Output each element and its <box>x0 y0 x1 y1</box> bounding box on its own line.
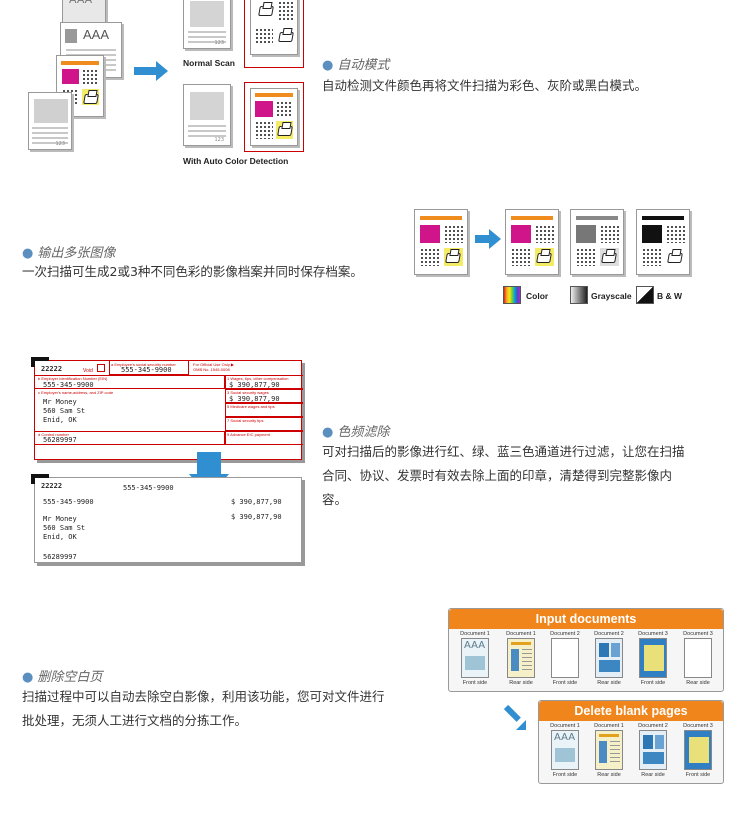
auto-mode-description: 自动检测文件颜色再将文件扫描为彩色、灰阶或黑白模式。 <box>322 78 648 93</box>
delete-blank-panel: Delete blank pages Document 1 AAA Front … <box>538 700 724 784</box>
color-dropout-description: 可对扫描后的影像进行红、绿、蓝三色通道进行过滤，让您在扫描 合同、协议、发票时有… <box>322 444 685 507</box>
output-grayscale-page <box>570 209 624 275</box>
auto-scan-frame <box>244 82 304 152</box>
input-documents-panel: Input documents Document 1 AAA Front sid… <box>448 608 724 692</box>
color-dropout-heading: ●色频滤除 <box>322 425 390 440</box>
input-doc-1-front: Document 1 AAA Front side <box>460 631 490 686</box>
auto-mode-heading: ●自动模式 <box>322 58 390 73</box>
page-text: AAA <box>69 0 92 6</box>
color-swatch <box>503 286 521 304</box>
output-doc-2-rear: Document 2 Rear side <box>638 723 668 778</box>
normal-scan-frame <box>244 0 304 68</box>
output-doc-1-rear: Document 1 Rear side <box>594 723 624 778</box>
arrow-right-icon <box>134 61 168 81</box>
bullet-icon: ● <box>22 670 34 685</box>
source-color-page <box>414 209 468 275</box>
arrow-down-icon <box>197 452 221 474</box>
arrow-right-icon <box>475 229 501 249</box>
output-bw-page <box>636 209 690 275</box>
caption-normal-scan: Normal Scan <box>183 58 235 68</box>
multi-image-heading: ●输出多张图像 <box>22 246 116 261</box>
caption-auto-color: With Auto Color Detection <box>183 156 289 166</box>
delete-blank-heading: ●删除空白页 <box>22 670 103 685</box>
output-color-page <box>505 209 559 275</box>
legend-bw: B & W <box>657 291 683 301</box>
delete-blank-description: 扫描过程中可以自动去除空白影像，利用该功能，您可对文件进行 批处理，无须人工进行… <box>22 689 385 728</box>
input-doc-3-front: Document 3 Front side <box>638 631 668 686</box>
arrow-diagonal-icon <box>503 698 526 730</box>
multi-image-description: 一次扫描可生成2或3种不同色彩的影像档案并同时保存档案。 <box>22 264 363 279</box>
page-number: 123 <box>55 141 65 147</box>
bw-swatch <box>636 286 654 304</box>
w2-form-original: 22222 Void a Employee's social security … <box>31 357 303 460</box>
w2-form-filtered: 22222 555-345-9900 555-345-9900 $ 390,87… <box>31 474 302 563</box>
auto-scan-page-1: 123 <box>183 84 231 146</box>
bullet-icon: ● <box>322 425 334 440</box>
legend-color: Color <box>526 291 549 301</box>
delete-blank-title: Delete blank pages <box>539 701 723 721</box>
page-text: AAA <box>83 27 110 42</box>
grayscale-swatch <box>570 286 588 304</box>
input-doc-3-rear: Document 3 Rear side <box>683 631 713 686</box>
bullet-icon: ● <box>22 246 34 261</box>
normal-scan-page-1: 123 <box>183 0 231 49</box>
input-doc-1-rear: Document 1 Rear side <box>506 631 536 686</box>
input-page-gray-2: 123 <box>28 92 72 150</box>
input-doc-2-front: Document 2 Front side <box>550 631 580 686</box>
input-documents-title: Input documents <box>449 609 723 629</box>
bullet-icon: ● <box>322 58 334 73</box>
output-doc-1-front: Document 1 AAA Front side <box>550 723 580 778</box>
legend-grayscale: Grayscale <box>591 291 632 301</box>
input-doc-2-rear: Document 2 Rear side <box>594 631 624 686</box>
output-doc-3-front: Document 3 Front side <box>683 723 713 778</box>
